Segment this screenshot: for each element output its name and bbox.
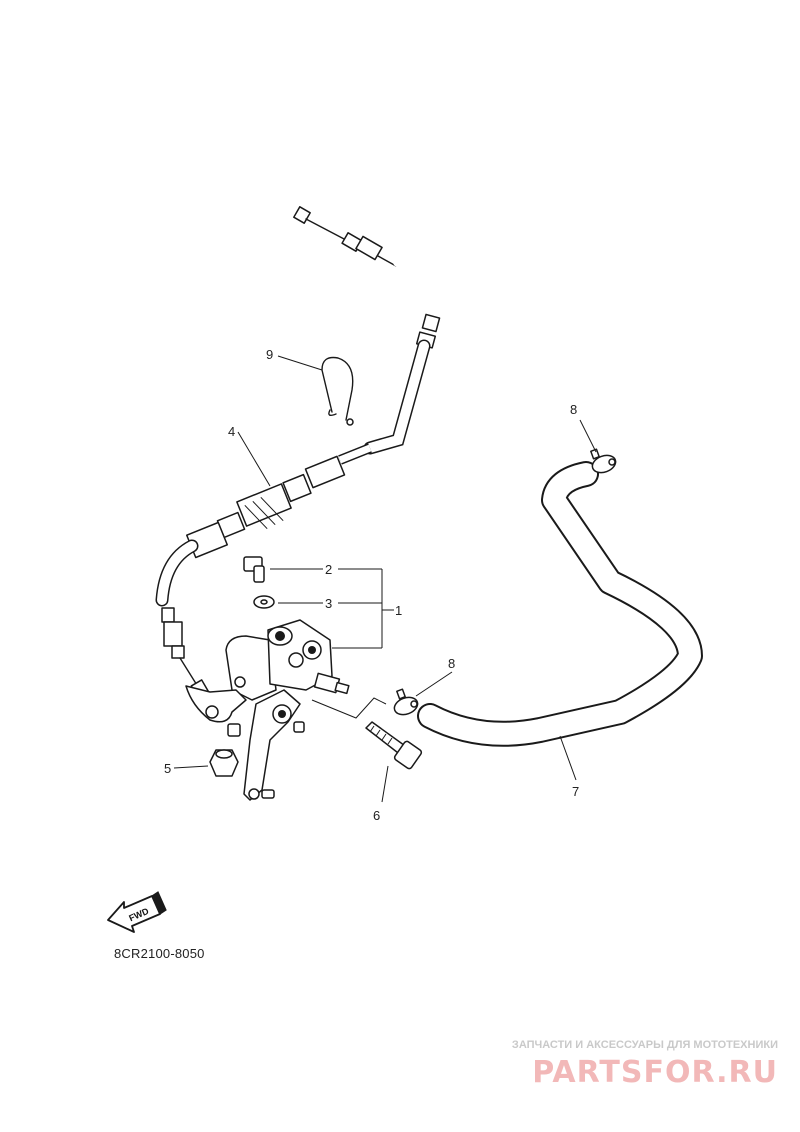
cable-clip	[321, 356, 354, 426]
callout-6: 6	[373, 808, 380, 823]
callout-7: 7	[572, 784, 579, 799]
oil-hose	[417, 461, 703, 747]
oil-pump-assembly	[185, 556, 350, 801]
pump-bolt	[365, 721, 423, 770]
watermark: ЗАПЧАСТИ И АКСЕССУАРЫ ДЛЯ МОТОТЕХНИКИ PA…	[512, 1039, 778, 1090]
callout-3: 3	[325, 596, 332, 611]
hose-clamp-upper	[590, 448, 617, 474]
callout-5: 5	[164, 761, 171, 776]
leader-lines	[173, 355, 597, 803]
watermark-tagline: ЗАПЧАСТИ И АКСЕССУАРЫ ДЛЯ МОТОТЕХНИКИ	[512, 1039, 778, 1051]
forward-arrow: FWD	[107, 891, 167, 933]
callout-4: 4	[228, 424, 235, 439]
callout-8-lower: 8	[448, 656, 455, 671]
watermark-brand: PARTSFOR.RU	[532, 1055, 778, 1090]
callout-9: 9	[266, 347, 273, 362]
hose-clamp-lower	[393, 688, 419, 716]
diagram-code: 8CR2100-8050	[114, 946, 205, 961]
nut	[209, 749, 239, 777]
callout-8-upper: 8	[570, 402, 577, 417]
pump-cable	[155, 206, 444, 699]
callout-labels: 1 2 3 4 5 6 7 8 8 9	[164, 347, 579, 823]
callout-1: 1	[395, 603, 402, 618]
callout-2: 2	[325, 562, 332, 577]
